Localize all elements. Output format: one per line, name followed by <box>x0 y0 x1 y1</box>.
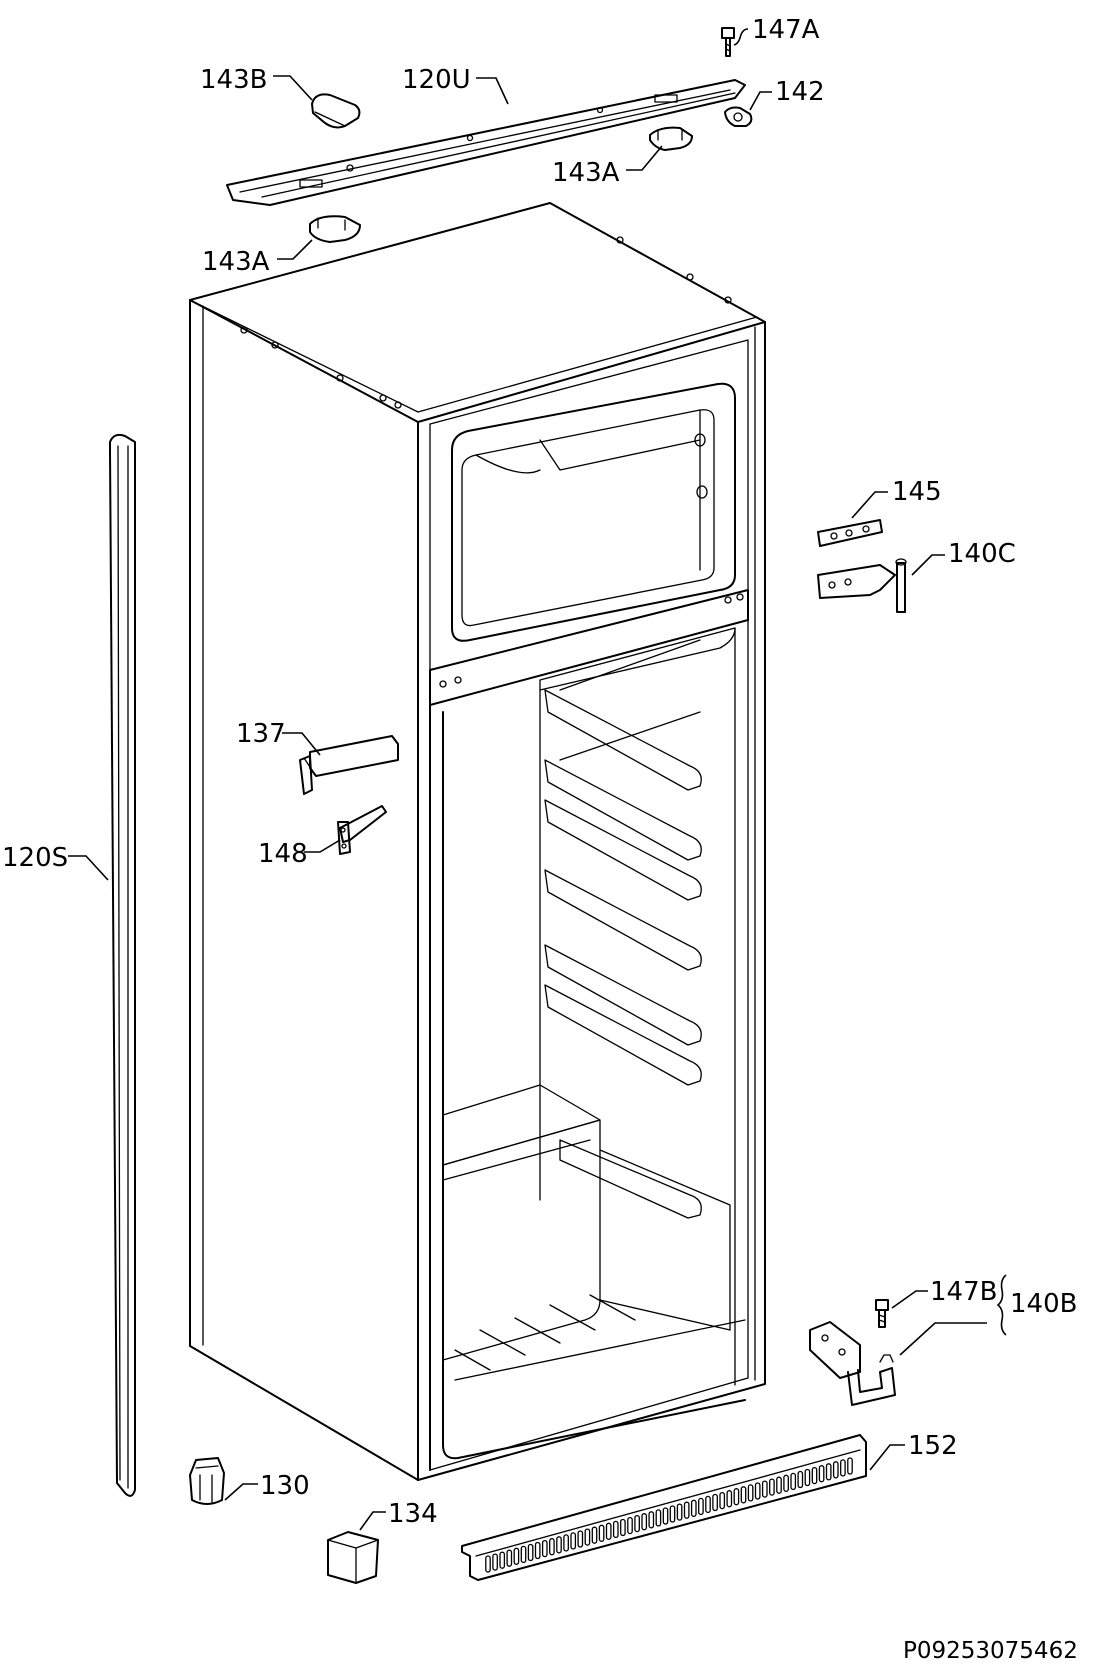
grille-slot <box>577 1530 584 1548</box>
cover-clip-143A-top <box>649 126 693 151</box>
label-148: 148 <box>258 839 308 869</box>
label-130: 130 <box>260 1471 310 1501</box>
cabinet-body <box>189 202 766 1481</box>
foot-130 <box>189 1457 225 1505</box>
label-147B: 147B <box>930 1277 997 1307</box>
grille-slot <box>648 1511 655 1529</box>
hinge-cover-143B <box>311 93 361 129</box>
plate-145 <box>817 519 883 547</box>
grille-slot <box>485 1555 491 1573</box>
label-143B: 143B <box>200 65 267 95</box>
grille-slot <box>683 1501 690 1519</box>
grille-slot <box>492 1553 498 1571</box>
grille-slot <box>570 1532 577 1550</box>
grille-slot <box>669 1505 676 1523</box>
grille-slot <box>549 1538 555 1556</box>
grille-slot <box>761 1480 768 1498</box>
grille-slot <box>662 1507 669 1525</box>
screw-147B <box>875 1299 889 1328</box>
grille-slot <box>620 1518 626 1537</box>
grille-slot <box>499 1551 506 1569</box>
grille-slot <box>534 1541 541 1560</box>
part-labels: 147A 143B 120U 142 143A 143A 145 140C 13… <box>2 15 1077 1529</box>
shelf-supports <box>544 639 702 1219</box>
grille-slot <box>747 1484 754 1502</box>
block-134 <box>327 1531 379 1584</box>
grille-slot <box>627 1516 633 1535</box>
grille-slot <box>797 1470 804 1489</box>
cabinet-top-holes <box>240 236 732 409</box>
grille-slot <box>825 1463 832 1481</box>
grille-slot <box>690 1499 697 1517</box>
label-143A-top: 143A <box>552 158 620 188</box>
bushing-142 <box>724 106 753 127</box>
top-hinge-bar-120U <box>226 79 746 206</box>
grille-slot <box>733 1488 740 1506</box>
label-143A-left: 143A <box>202 247 270 277</box>
label-140C: 140C <box>948 539 1016 569</box>
grille-slot <box>811 1466 818 1485</box>
screw-147A <box>721 27 735 57</box>
label-134: 134 <box>388 1499 438 1529</box>
grille-slots <box>485 1457 853 1573</box>
grille-slot <box>584 1528 591 1546</box>
handle-bracket-137 <box>299 735 399 795</box>
floor-ribs <box>454 1294 746 1381</box>
label-145: 145 <box>892 477 942 507</box>
drawing-reference-number: P09253075462 <box>903 1638 1078 1664</box>
grille-slot <box>776 1476 782 1494</box>
grille-slot <box>513 1547 520 1565</box>
label-147A: 147A <box>752 15 820 45</box>
grille-slot <box>790 1472 797 1491</box>
grille-slot <box>719 1491 726 1510</box>
grille-slot <box>541 1539 548 1558</box>
grille-slot <box>655 1509 662 1527</box>
grille-slot <box>783 1474 789 1492</box>
bracket-148 <box>337 805 387 855</box>
grille-slot <box>527 1543 534 1562</box>
grille-slot <box>563 1534 569 1552</box>
cover-clip-143A-left <box>309 215 361 243</box>
label-137: 137 <box>236 719 286 749</box>
grille-slot <box>847 1457 853 1475</box>
grille-slot <box>605 1522 612 1540</box>
grille-slot <box>712 1493 718 1512</box>
label-120U: 120U <box>402 65 471 95</box>
grille-slot <box>840 1459 846 1477</box>
bottom-hinge-140B <box>809 1321 896 1406</box>
grille-slot <box>591 1526 598 1544</box>
grille-slot <box>676 1503 683 1521</box>
kickplate-grille-152 <box>461 1434 867 1581</box>
grille-slot <box>634 1514 640 1533</box>
grille-slot <box>740 1486 747 1504</box>
grille-slot <box>804 1468 811 1487</box>
label-142: 142 <box>775 77 825 107</box>
grille-slot <box>520 1545 527 1564</box>
grille-slot <box>641 1513 648 1531</box>
grille-slot <box>754 1482 761 1500</box>
door-seal-120S <box>109 433 136 1497</box>
grille-slot <box>818 1465 825 1483</box>
grille-slot <box>726 1490 733 1508</box>
grille-slot <box>698 1497 704 1516</box>
grille-slot <box>556 1536 562 1554</box>
label-120S: 120S <box>2 843 68 873</box>
grille-slot <box>612 1520 619 1539</box>
label-140B: 140B <box>1010 1289 1077 1319</box>
hinge-140C <box>817 558 907 613</box>
grille-slot <box>506 1549 513 1567</box>
grille-slot <box>705 1495 711 1514</box>
leader-lines <box>68 28 1007 1531</box>
label-152: 152 <box>908 1431 958 1461</box>
grille-slot <box>598 1524 605 1542</box>
grille-slot <box>832 1461 839 1479</box>
grille-slot <box>769 1478 775 1496</box>
